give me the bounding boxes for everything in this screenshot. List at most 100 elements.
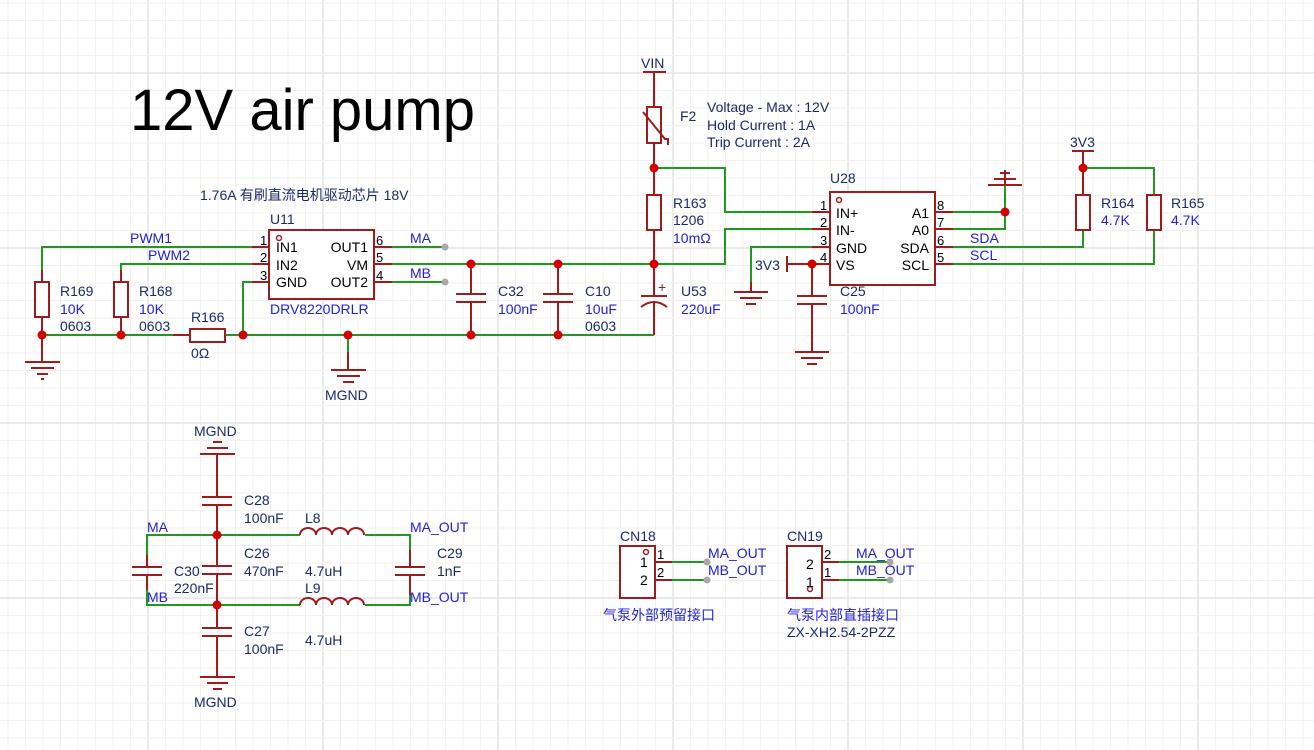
r166-ref: R166 bbox=[191, 309, 225, 325]
mgnd-label-top: MGND bbox=[194, 423, 237, 439]
vin-power-flag bbox=[643, 71, 666, 107]
r166-value: 0Ω bbox=[191, 345, 209, 361]
r164-resistor[interactable]: R164 4.7K bbox=[1075, 168, 1135, 231]
r164-value: 4.7K bbox=[1101, 212, 1130, 228]
u28-pin-num: 8 bbox=[937, 198, 944, 213]
wire-ma-out bbox=[365, 534, 411, 567]
net-label-ma-out: MA_OUT bbox=[708, 545, 767, 561]
net-port-ma-out[interactable] bbox=[886, 558, 894, 566]
resistor-body bbox=[34, 281, 50, 318]
u11-pin-num: 6 bbox=[376, 233, 383, 248]
u11-pin-name: VM bbox=[347, 257, 368, 273]
resistor-body bbox=[1146, 194, 1162, 231]
u28-wires bbox=[654, 167, 1155, 282]
u28-current-sensor-ic[interactable]: U28 1 2 3 4 IN+ IN- GND VS 8 7 6 5 A1 A0… bbox=[812, 170, 953, 286]
net-label-mb-out: MB_OUT bbox=[410, 589, 469, 605]
connector-body bbox=[619, 545, 656, 599]
u53-ref: U53 bbox=[681, 283, 707, 299]
resistor-body bbox=[189, 328, 226, 343]
cn18-desc: 气泵外部预留接口 bbox=[603, 607, 715, 623]
wire-a0 bbox=[953, 212, 1006, 230]
c28-capacitor[interactable]: C28 100nF bbox=[202, 492, 284, 535]
u28-pin-num: 2 bbox=[820, 215, 827, 230]
c30-capacitor[interactable]: C30 220nF bbox=[132, 555, 214, 596]
wire-mb-filter bbox=[146, 575, 300, 606]
f2-spec: Hold Current : 1A bbox=[707, 117, 816, 133]
c10-capacitor[interactable]: C10 10uF 0603 bbox=[543, 264, 617, 335]
u28-pin-num: 5 bbox=[937, 250, 944, 265]
f2-spec: Trip Current : 2A bbox=[707, 134, 811, 150]
wire-scl bbox=[953, 230, 1155, 265]
u28-pin-name: IN- bbox=[836, 222, 855, 238]
wire-sda bbox=[953, 230, 1084, 248]
l9-inductor[interactable]: L9 4.7uH bbox=[299, 580, 365, 648]
junction-dot bbox=[807, 259, 817, 269]
net-port-ma[interactable] bbox=[441, 243, 449, 251]
u53-electrolytic-capacitor[interactable]: + U53 220uF bbox=[640, 264, 721, 335]
r168-resistor[interactable]: R168 10K 0603 bbox=[113, 270, 173, 335]
net-port-mb[interactable] bbox=[441, 278, 449, 286]
c25-capacitor[interactable]: C25 100nF bbox=[795, 264, 880, 365]
l8-ref: L8 bbox=[305, 510, 321, 526]
cn19-pin-num: 1 bbox=[824, 565, 831, 580]
u28-pin-num: 6 bbox=[937, 233, 944, 248]
c32-value: 100nF bbox=[498, 301, 538, 317]
junction-dot bbox=[238, 330, 248, 340]
u11-pin-num: 4 bbox=[376, 268, 383, 283]
u28-pin-name: A1 bbox=[912, 205, 929, 221]
c29-capacitor[interactable]: C29 1nF bbox=[395, 545, 463, 595]
f2-spec: Voltage - Max : 12V bbox=[707, 99, 830, 115]
r169-resistor[interactable]: R169 10K 0603 bbox=[34, 270, 94, 335]
cn18-connector[interactable]: CN18 1 2 1 2 气泵外部预留接口 bbox=[603, 528, 715, 623]
c27-capacitor[interactable]: C27 100nF bbox=[202, 605, 284, 677]
c32-capacitor[interactable]: C32 100nF bbox=[456, 264, 538, 335]
c26-ref: C26 bbox=[244, 545, 270, 561]
inductor-coil bbox=[299, 527, 365, 536]
f2-ptc-fuse[interactable]: F2 Voltage - Max : 12V Hold Current : 1A… bbox=[642, 99, 830, 168]
r168-ref: R168 bbox=[139, 283, 173, 299]
u11-driver-ic[interactable]: U11 1 2 3 IN1 IN2 GND 6 5 4 OUT1 VM OUT2… bbox=[252, 211, 392, 317]
c30-ref: C30 bbox=[174, 563, 200, 579]
wire-u11-gnd bbox=[242, 281, 252, 335]
r168-package: 0603 bbox=[139, 318, 170, 334]
c25-ref: C25 bbox=[840, 283, 866, 299]
r168-value: 10K bbox=[139, 301, 165, 317]
r165-ref: R165 bbox=[1171, 195, 1205, 211]
c26-capacitor[interactable]: C26 470nF bbox=[202, 535, 284, 605]
junction-dot bbox=[116, 330, 126, 340]
junctions bbox=[37, 163, 1088, 610]
pin1-marker-icon bbox=[642, 548, 650, 556]
r169-ref: R169 bbox=[60, 283, 94, 299]
junction-dot bbox=[553, 330, 563, 340]
u28-pin-num: 7 bbox=[937, 215, 944, 230]
net-port-mb-out[interactable] bbox=[886, 576, 894, 584]
net-label-mb: MB bbox=[147, 589, 168, 605]
r165-resistor[interactable]: R165 4.7K bbox=[1146, 194, 1205, 231]
cn18-pin-inner: 1 bbox=[640, 554, 648, 570]
net-label-scl: SCL bbox=[970, 247, 997, 263]
cn19-pin-num: 2 bbox=[824, 547, 831, 562]
u11-pin-name: OUT1 bbox=[331, 239, 369, 255]
r166-resistor[interactable]: R166 0Ω bbox=[173, 309, 226, 361]
net-port-mb-out[interactable] bbox=[703, 576, 711, 584]
u28-pin-num: 4 bbox=[820, 250, 827, 265]
r163-shunt-resistor[interactable]: R163 1206 10mΩ bbox=[646, 168, 711, 264]
u11-pin-num: 1 bbox=[260, 233, 267, 248]
plus-icon: + bbox=[658, 279, 666, 295]
u11-pin-num: 5 bbox=[376, 250, 383, 265]
cn19-pin-inner: 1 bbox=[806, 574, 814, 590]
junction-dot bbox=[343, 330, 353, 340]
net-port-ma-out[interactable] bbox=[703, 558, 711, 566]
vin-label: VIN bbox=[641, 55, 664, 71]
l8-inductor[interactable]: L8 4.7uH bbox=[299, 510, 365, 579]
r163-package: 1206 bbox=[673, 212, 704, 228]
wire-3v3-pullup bbox=[1083, 167, 1155, 195]
u28-pin-name: GND bbox=[836, 240, 867, 256]
net-label-ma: MA bbox=[147, 519, 169, 535]
r169-value: 10K bbox=[60, 301, 86, 317]
net-label-sda: SDA bbox=[970, 230, 999, 246]
u53-value: 220uF bbox=[681, 301, 721, 317]
net-label-mb: MB bbox=[410, 265, 431, 281]
r163-ref: R163 bbox=[673, 195, 707, 211]
cn19-connector[interactable]: CN19 2 1 2 1 气泵内部直插接口 ZX-XH2.54-2PZZ bbox=[786, 528, 899, 640]
